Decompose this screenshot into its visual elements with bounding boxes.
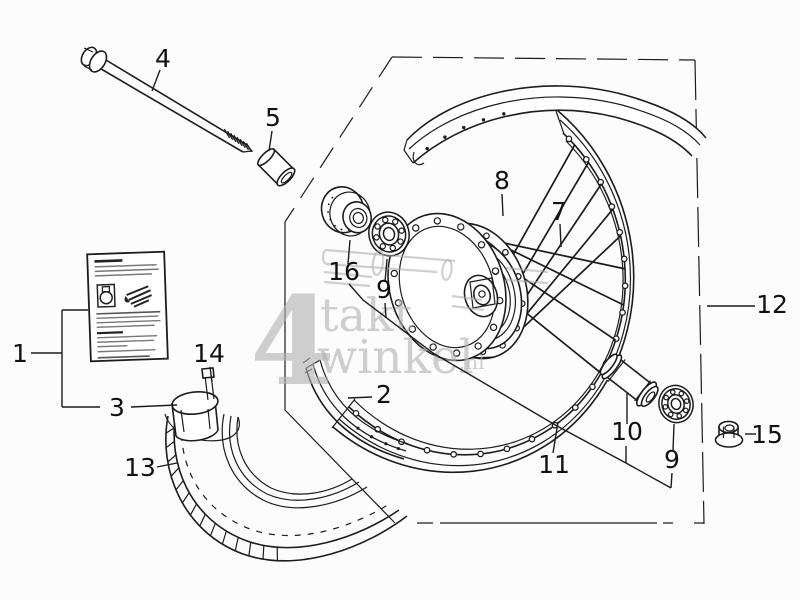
rim-piece-nipple-dots bbox=[425, 112, 506, 151]
hand-pictogram-icon bbox=[124, 285, 153, 308]
wheel-bearing-right bbox=[658, 384, 694, 424]
front-axle-bolt bbox=[80, 46, 254, 153]
tire-pictogram-icon bbox=[96, 283, 116, 308]
watermark-word2: winkel bbox=[317, 330, 474, 385]
part-label-3: 3 bbox=[109, 393, 125, 422]
part-label-4: 4 bbox=[155, 44, 171, 73]
label-text-lines bbox=[96, 310, 161, 359]
axle-spacer-front bbox=[257, 148, 296, 187]
part-label-12: 12 bbox=[756, 290, 788, 319]
tire bbox=[164, 367, 408, 562]
part-label-10: 10 bbox=[611, 417, 643, 446]
watermark-tld: .nl bbox=[459, 350, 485, 374]
watermark: 4 takt winkel .nl bbox=[250, 269, 485, 413]
inner-tube bbox=[171, 390, 219, 442]
part-label-5: 5 bbox=[265, 103, 281, 132]
rim-half-piece bbox=[403, 85, 707, 166]
retainer-knurl-dots bbox=[327, 196, 350, 231]
bearing-retainer bbox=[320, 186, 372, 237]
part-label-1: 1 bbox=[12, 339, 28, 368]
tire-tread-hatching bbox=[165, 427, 279, 561]
part-label-2: 2 bbox=[376, 380, 392, 409]
part-label-14: 14 bbox=[193, 339, 225, 368]
part-label-9-right: 9 bbox=[664, 445, 680, 474]
axle-nut bbox=[714, 420, 744, 448]
hub-flange-holes-near bbox=[390, 217, 504, 357]
wheel-bearing-left bbox=[368, 211, 410, 257]
part-label-11: 11 bbox=[538, 450, 570, 479]
rim-band-dots bbox=[356, 426, 400, 451]
axle-collar bbox=[599, 353, 659, 408]
tire-info-label bbox=[86, 250, 169, 363]
leader-lines bbox=[31, 69, 756, 489]
part-label-16: 16 bbox=[328, 257, 360, 286]
ghost-axle-watermark bbox=[321, 248, 549, 312]
part-label-13: 13 bbox=[124, 453, 156, 482]
front-hub bbox=[387, 212, 529, 362]
watermark-word1: takt bbox=[320, 288, 413, 342]
part-label-8: 8 bbox=[494, 166, 510, 195]
watermark-digit: 4 bbox=[250, 269, 335, 413]
part-callouts: 4 5 1 3 14 13 2 16 9 8 7 12 11 10 9 15 bbox=[12, 44, 788, 482]
part-label-9-left: 9 bbox=[376, 275, 392, 304]
part-label-15: 15 bbox=[751, 420, 783, 449]
part-label-7: 7 bbox=[551, 197, 567, 226]
rim-band bbox=[302, 357, 409, 460]
